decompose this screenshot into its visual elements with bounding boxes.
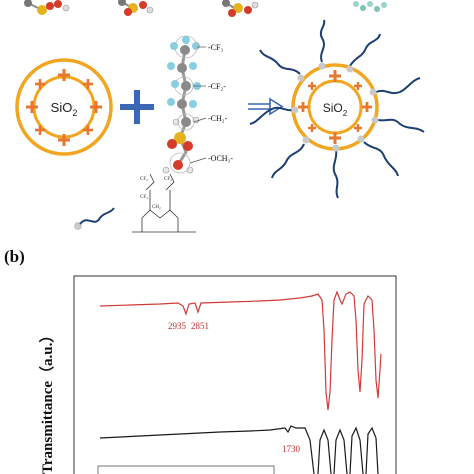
- silica-particle-modified: SiO2: [249, 19, 425, 199]
- fluorosilane-molecule: -CF₃ -CF₂- -CH₂- -OCH₃-: [162, 35, 233, 174]
- molecule-fragment-2: [118, 0, 154, 16]
- svg-text:CH₂: CH₂: [152, 205, 161, 210]
- group-label-cf2: -CF₂-: [208, 82, 226, 91]
- plus-sign-icon: [58, 134, 70, 146]
- svg-text:CF₃: CF₃: [140, 177, 148, 182]
- plus-sign-icon: [83, 125, 93, 135]
- reaction-arrow: [248, 97, 284, 116]
- plus-sign-icon: [35, 79, 45, 89]
- fluoro-chains: [249, 19, 425, 199]
- plus-sign-icon: [308, 124, 316, 132]
- structure-sketch: CF₃ CF₃ CF₂ CH₂: [132, 173, 196, 233]
- plus-sign-icon: [354, 124, 362, 132]
- top-molecule-fragments: [24, 0, 387, 17]
- spectrum-upper: [99, 290, 382, 411]
- peak-label-2851: 2851: [191, 321, 209, 331]
- plus-sign-icon: [329, 70, 341, 82]
- peak-label-2935: 2935: [168, 321, 187, 331]
- group-label-och3: -OCH₃-: [208, 154, 233, 163]
- peak-label-1730: 1730: [282, 444, 301, 454]
- particle-core-label: SiO2: [51, 100, 78, 118]
- plus-sign-icon: [308, 82, 316, 90]
- plus-sign-icon: [26, 101, 38, 113]
- spectrum-lower: [99, 425, 379, 474]
- silica-particle-bare: SiO2: [15, 58, 113, 156]
- chain-squiggle: [79, 207, 115, 225]
- plus-sign-icon: [329, 132, 341, 144]
- panel-b-label: (b): [4, 247, 25, 266]
- plot-frame: [73, 275, 397, 474]
- particle-core-label: SiO2: [323, 101, 348, 118]
- plus-sign-icon: [83, 79, 93, 89]
- plus-sign-icon: [298, 102, 308, 112]
- chain-legend: [74, 207, 115, 230]
- ftir-plot: Transmittance（a.u.） 2935 2851 1730: [38, 275, 397, 474]
- anchor-points: [291, 62, 379, 152]
- svg-text:CF₃: CF₃: [164, 177, 172, 182]
- plus-sign-icon: [90, 101, 102, 113]
- plus-sign-icon: [58, 69, 70, 81]
- reaction-plus-operator: [120, 90, 154, 124]
- inset-box: [97, 465, 275, 474]
- svg-text:CF₂: CF₂: [140, 195, 148, 200]
- particle-outer-shell: [15, 58, 113, 156]
- group-label-ch2: -CH₂-: [208, 114, 228, 123]
- plus-sign-icon: [354, 82, 362, 90]
- plus-sign-icon: [362, 102, 372, 112]
- plus-sign-icon: [35, 125, 45, 135]
- molecule-fragment-1: [24, 0, 70, 15]
- group-label-cf3: -CF₃: [208, 43, 223, 52]
- molecule-fragment-4: [353, 1, 387, 12]
- y-axis-label: Transmittance（a.u.）: [38, 328, 56, 474]
- molecule-fragment-3: [222, 0, 259, 17]
